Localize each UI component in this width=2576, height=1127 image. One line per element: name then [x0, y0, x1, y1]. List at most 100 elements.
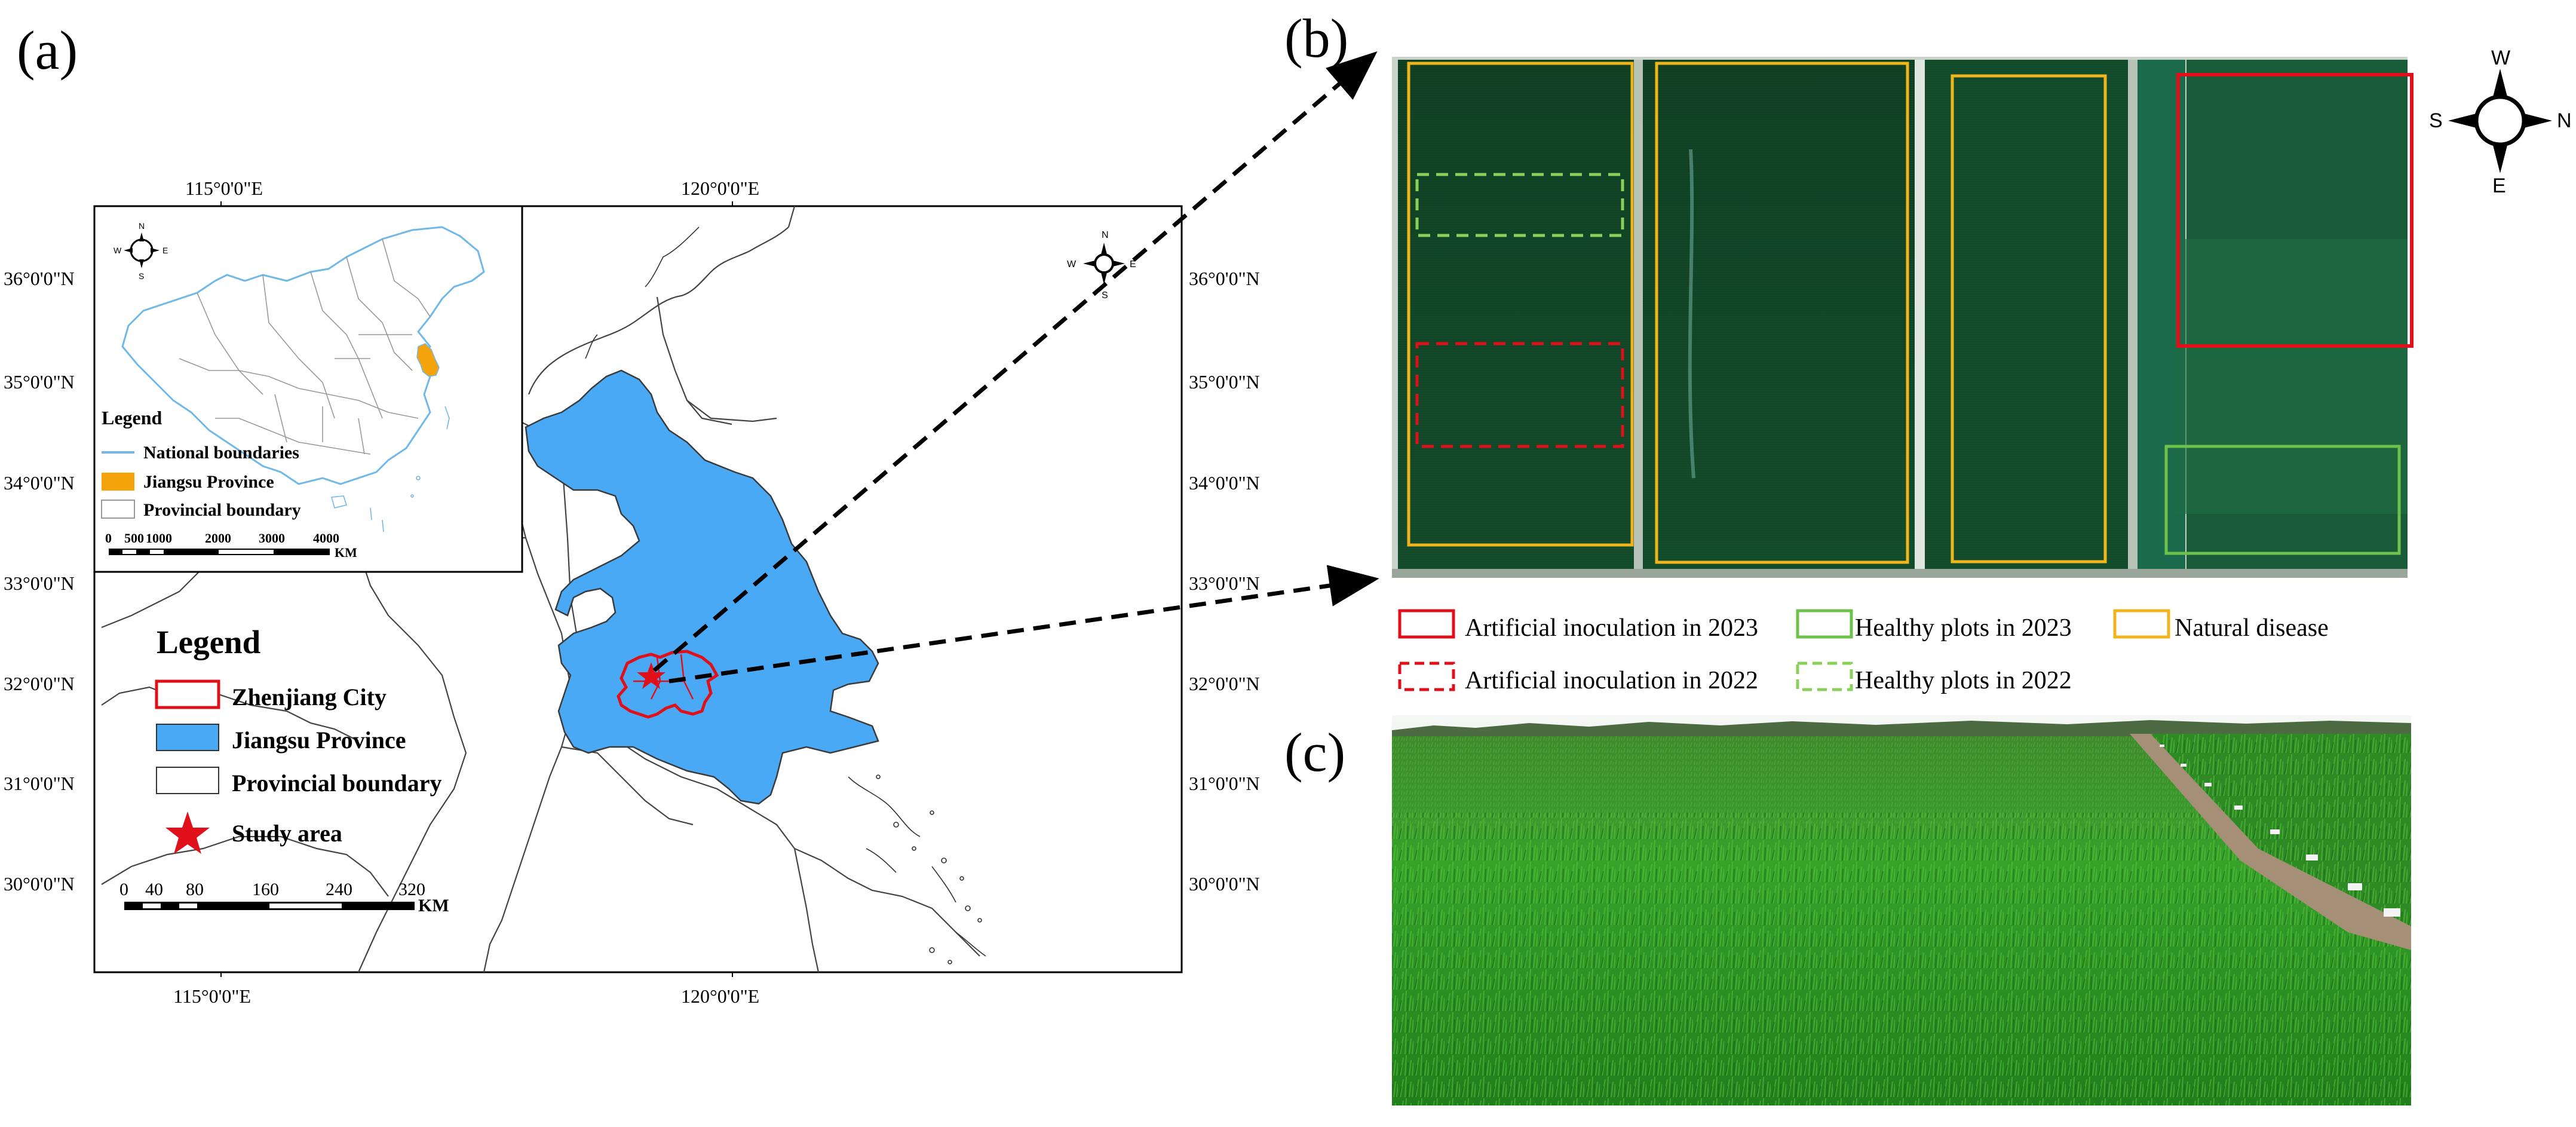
- inset-compass-w: W: [114, 246, 122, 255]
- study-area-star: [637, 662, 666, 689]
- inset-compass-icon: N S W E: [114, 221, 168, 281]
- main-compass-e: E: [1130, 259, 1136, 270]
- scale-tick-320: 320: [398, 880, 425, 899]
- inset-jiangsu-shape: [416, 343, 440, 377]
- panel-b-label: (b): [1284, 8, 1348, 69]
- legend-b-label-inoculation-2022: Artificial inoculation in 2022: [1465, 667, 1758, 694]
- field-photo: [1392, 715, 2411, 1105]
- box-natural-disease-1: [1407, 62, 1634, 547]
- inset-label-national: National boundaries: [143, 443, 299, 463]
- panel-b-legend: Artificial inoculation in 2023 Healthy p…: [1398, 609, 2329, 694]
- lat-right-31: 31°0'0"N: [1189, 773, 1260, 794]
- panel-a-label: (a): [17, 20, 78, 81]
- main-compass-w: W: [1067, 259, 1077, 270]
- inset-map: N S W E Legend National boundaries Jiang…: [93, 205, 523, 573]
- arrow-to-panel-b-bottom: [668, 565, 1379, 684]
- legend-label-zhenjiang: Zhenjiang City: [232, 684, 387, 710]
- inset-scale-2000: 2000: [205, 531, 231, 546]
- legend-label-provincial: Provincial boundary: [232, 770, 442, 797]
- lat-right-33: 33°0'0"N: [1189, 572, 1260, 594]
- box-natural-disease-2: [1655, 62, 1909, 564]
- box-natural-disease-3: [1951, 74, 2107, 564]
- legend-b-swatch-inoculation-2023: [1398, 609, 1455, 639]
- lat-left-36: 36°0'0"N: [4, 268, 75, 289]
- inset-compass-e: E: [162, 246, 168, 255]
- lat-labels-right: 36°0'0"N 35°0'0"N 34°0'0"N 33°0'0"N 32°0…: [1189, 268, 1260, 895]
- inset-provinces: [179, 238, 431, 455]
- scale-tick-0: 0: [119, 880, 128, 899]
- china-outline: [121, 226, 485, 485]
- coastline-dots: [585, 226, 986, 964]
- inset-label-provincial: Provincial boundary: [143, 500, 301, 520]
- uav-image: [1392, 57, 2414, 578]
- lat-left-31: 31°0'0"N: [4, 773, 75, 794]
- jiangsu-province-shape: [525, 369, 879, 805]
- legend-swatch-provincial: [156, 767, 219, 794]
- scale-unit: KM: [418, 896, 449, 915]
- compass-b-n: N: [2557, 109, 2572, 132]
- compass-b-s: S: [2429, 109, 2443, 132]
- main-legend-title: Legend: [157, 624, 260, 660]
- lon-label-top-115: 115°0'0"E: [185, 177, 263, 199]
- main-map: N S W E Legend Zhenjiang City Jiangsu Pr…: [4, 177, 1260, 1007]
- box-healthy-2023: [2164, 445, 2401, 555]
- legend-b-swatch-healthy-2023: [1796, 609, 1853, 639]
- compass-b-e: E: [2492, 174, 2506, 197]
- lat-right-36: 36°0'0"N: [1189, 268, 1260, 289]
- box-inoculation-2022: [1415, 342, 1624, 448]
- main-compass-n: N: [1102, 230, 1109, 240]
- main-compass-s: S: [1102, 290, 1108, 301]
- inset-scale-500: 500: [124, 531, 144, 546]
- inset-legend-title: Legend: [102, 407, 162, 428]
- lat-right-32: 32°0'0"N: [1189, 673, 1260, 694]
- lat-right-35: 35°0'0"N: [1189, 371, 1260, 393]
- lon-label-top-120: 120°0'0"E: [681, 177, 759, 199]
- graticule: [220, 201, 733, 977]
- scale-tick-40: 40: [145, 880, 163, 899]
- main-scale-bar: 0 40 80 160 240 320 KM: [119, 880, 449, 915]
- compass-b-w: W: [2491, 47, 2510, 69]
- legend-b-swatch-inoculation-2022: [1398, 662, 1455, 691]
- inset-scale-3000: 3000: [259, 531, 285, 546]
- inset-scale-0: 0: [105, 531, 112, 546]
- inset-scale-4000: 4000: [313, 531, 339, 546]
- inset-scale-1000: 1000: [146, 531, 172, 546]
- lat-left-35: 35°0'0"N: [4, 371, 75, 393]
- lat-left-34: 34°0'0"N: [4, 472, 75, 494]
- legend-b-label-healthy-2022: Healthy plots in 2022: [1855, 667, 2072, 694]
- lat-right-30: 30°0'0"N: [1189, 873, 1260, 895]
- legend-star-icon: [165, 811, 210, 854]
- lat-left-33: 33°0'0"N: [4, 572, 75, 594]
- lon-label-bottom-120: 120°0'0"E: [681, 985, 759, 1007]
- legend-b-label-healthy-2023: Healthy plots in 2023: [1855, 614, 2072, 642]
- legend-swatch-zhenjiang: [155, 679, 220, 709]
- scale-tick-240: 240: [326, 880, 352, 899]
- box-inoculation-2023: [2176, 73, 2414, 348]
- lat-left-30: 30°0'0"N: [4, 873, 75, 895]
- inset-label-jiangsu: Jiangsu Province: [143, 472, 274, 492]
- panel-b-compass-icon: W E S N: [2429, 47, 2572, 197]
- inset-swatch-jiangsu: [102, 473, 134, 491]
- scale-tick-160: 160: [252, 880, 279, 899]
- legend-label-study-area: Study area: [232, 820, 342, 847]
- inset-compass-n: N: [139, 221, 145, 231]
- main-compass-icon: N S W E: [1067, 230, 1136, 301]
- box-healthy-2022: [1415, 173, 1624, 237]
- legend-b-label-natural: Natural disease: [2175, 614, 2329, 642]
- lat-right-34: 34°0'0"N: [1189, 472, 1260, 494]
- panel-c-label: (c): [1284, 722, 1345, 783]
- inset-swatch-provincial: [101, 500, 135, 519]
- scale-tick-80: 80: [186, 880, 204, 899]
- lon-label-bottom-115: 115°0'0"E: [173, 985, 251, 1007]
- inset-scale-unit: KM: [335, 545, 357, 560]
- inset-compass-s: S: [139, 271, 144, 281]
- lat-left-32: 32°0'0"N: [4, 673, 75, 694]
- legend-swatch-jiangsu: [156, 724, 219, 751]
- legend-b-label-inoculation-2023: Artificial inoculation in 2023: [1465, 614, 1758, 642]
- inset-islands: [330, 406, 450, 532]
- legend-b-swatch-natural: [2113, 609, 2170, 639]
- lat-labels-left: 36°0'0"N 35°0'0"N 34°0'0"N 33°0'0"N 32°0…: [4, 268, 75, 895]
- legend-label-jiangsu: Jiangsu Province: [232, 727, 406, 754]
- legend-b-swatch-healthy-2022: [1796, 662, 1853, 691]
- main-legend: Legend Zhenjiang City Jiangsu Province P…: [155, 624, 442, 854]
